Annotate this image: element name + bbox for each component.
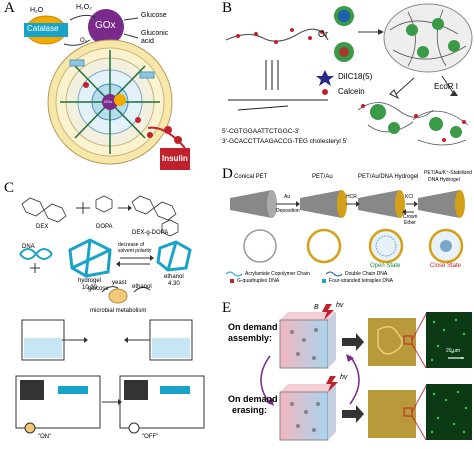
d-leg3-text: G-quadruplex DNA <box>237 278 280 284</box>
hydrogel-val-text: 10.20 <box>82 285 98 291</box>
gox-small-text: GOx <box>104 99 113 104</box>
decrease1-text: decrease of <box>118 242 145 248</box>
d-close-text: Close State <box>430 263 462 269</box>
e-scale-text: 20 μm <box>446 348 460 354</box>
o2-text: O₂ <box>80 38 87 44</box>
d-h2-text: PET/Au <box>312 174 333 180</box>
glucose-text: Glucose <box>141 12 167 19</box>
panel-e-graphic <box>260 304 472 441</box>
d-leg2-text: Double Chain DNA <box>345 271 388 277</box>
gox-text: GOx <box>95 20 116 31</box>
glucose-c-text: glucose <box>88 286 109 292</box>
e-assembly2-text: assembly: <box>228 333 273 343</box>
panel-a-label: A <box>4 0 15 16</box>
h2o2-text: H₂O₂ <box>76 4 92 11</box>
on-text: "ON" <box>38 434 52 440</box>
e-erasing2-text: erasing: <box>232 405 268 415</box>
d-h4b-text: DNA Hydrogel <box>428 177 460 183</box>
catalase-text: Catalase <box>27 24 59 33</box>
e-hv1-text: hv <box>336 302 344 309</box>
panel-b-label: B <box>222 0 233 16</box>
d-ether-text: Ether <box>404 220 416 226</box>
ethanol2-text: ethanol <box>132 284 152 290</box>
seq2-text: 3'-GCACCTTAAGACCG-TEG cholesteryl 5' <box>222 138 348 145</box>
d-hcr-text: HCR <box>346 194 357 200</box>
calcein-text: Calcein <box>338 87 365 96</box>
panel-c-label: C <box>4 180 15 196</box>
e-b-text: B <box>314 304 319 311</box>
yeast-text: yeast <box>112 280 127 286</box>
panel-d-label: D <box>222 166 233 182</box>
hydrogel-text: hydrogel <box>78 278 102 284</box>
d-au-text: Au <box>284 194 291 200</box>
microbial-text: microbial metabolism <box>90 308 147 314</box>
dna-text: DNA <box>22 244 35 250</box>
gluconic-text: Gluconic <box>141 30 169 37</box>
dopa-text: DOPA <box>96 224 113 230</box>
off-text: "OFF" <box>142 434 159 440</box>
d-deposition-text: Deposition <box>276 208 300 214</box>
panel-b-graphic <box>225 3 473 146</box>
ecor-text: EcoR I <box>434 82 459 91</box>
d-kcl-text: KCl <box>405 194 414 200</box>
d-h1-text: Conical PET <box>234 174 268 180</box>
dil-text: DiIC18(5) <box>338 72 373 81</box>
d-leg1-text: Acrylamide Copolymer Chain <box>245 271 310 277</box>
dexdopa-text: DEX-g-DOPA <box>132 230 169 236</box>
seq1-text: 5'-CGTGGAATTCTGGC-3' <box>222 128 300 135</box>
d-open-text: Open State <box>370 263 401 269</box>
panel-e: E On demand assembly: On demand erasing:… <box>218 300 474 449</box>
d-h3-text: PET/Au/DNA Hydrogel <box>358 174 419 180</box>
d-leg4-text: Four-stranded tetraplex DNA <box>329 278 393 284</box>
decrease2-text: solvent polarity <box>118 248 152 254</box>
e-hv2-text: hv <box>340 374 348 381</box>
dex-text: DEX <box>36 224 49 230</box>
insulin-text: Insulin <box>162 154 188 163</box>
panel-d: D Conical PET PET/Au PET/Au/DNA Hydrogel… <box>218 166 474 285</box>
ethanol-val-text: 4.30 <box>168 281 180 287</box>
panel-a: A H₂O H₂O₂ O₂ Catalase GOx Glucose Gluco… <box>0 0 215 170</box>
or-text: Or <box>318 29 328 39</box>
panel-e-label: E <box>222 300 232 316</box>
d-crown-text: Crown <box>403 214 418 220</box>
panel-b: B Or DiIC18(5) Calcein EcoR I 5'-CGTGGAA… <box>218 0 474 165</box>
panel-c-graphic <box>15 195 205 434</box>
panel-a-graphic <box>24 9 190 170</box>
panel-d-graphic <box>225 190 465 283</box>
panel-c: C DEX DOPA DEX-g-DOPA DNA decrease of so… <box>0 180 215 449</box>
h2o-text: H₂O <box>30 7 44 14</box>
d-h4a-text: PET/Au/K⁺-Stabilized <box>424 170 472 176</box>
ethanol-text: ethanol <box>164 274 184 280</box>
acid-text: acid <box>141 38 154 45</box>
e-erasing1-text: On demand <box>228 394 278 404</box>
e-assembly1-text: On demand <box>228 322 278 332</box>
